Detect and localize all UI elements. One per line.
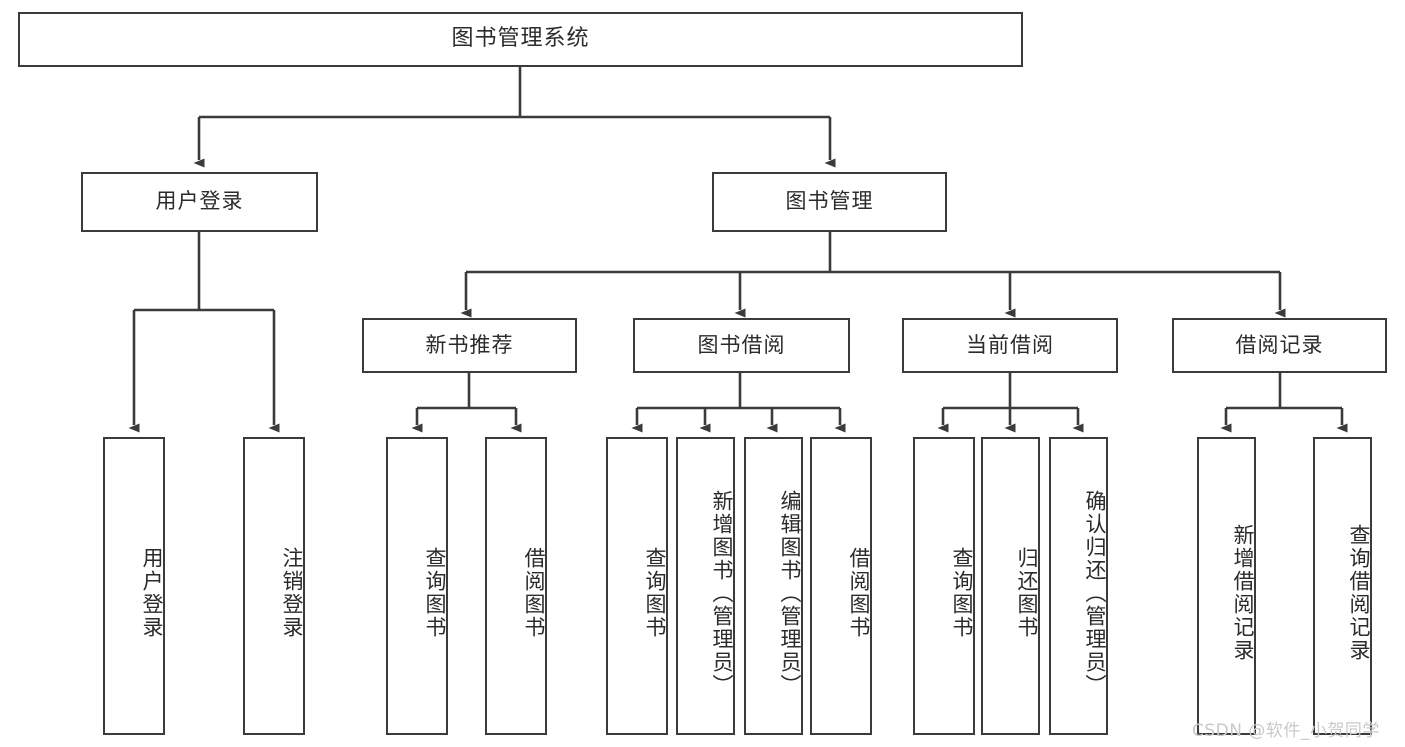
node-book-borrow-label: 图书借阅 bbox=[697, 332, 786, 357]
node-root[interactable]: 图书管理系统 bbox=[18, 12, 1023, 67]
leaf-borrow-book-2[interactable]: 借阅图书 bbox=[810, 437, 872, 735]
leaf-query-book-3[interactable]: 查询图书 bbox=[913, 437, 975, 735]
node-root-label: 图书管理系统 bbox=[451, 26, 590, 52]
leaf-user-login[interactable]: 用户登录 bbox=[103, 437, 165, 735]
leaf-logout-login-label: 注销登录 bbox=[280, 547, 304, 639]
node-book-manage[interactable]: 图书管理 bbox=[712, 172, 947, 232]
leaf-return-book-label: 归还图书 bbox=[1015, 547, 1039, 639]
leaf-query-book-1-label: 查询图书 bbox=[423, 547, 447, 639]
node-current-borrow[interactable]: 当前借阅 bbox=[902, 318, 1118, 373]
leaf-user-login-label: 用户登录 bbox=[140, 547, 164, 639]
leaf-query-book-2-label: 查询图书 bbox=[643, 547, 667, 639]
leaf-return-book[interactable]: 归还图书 bbox=[981, 437, 1040, 735]
leaf-confirm-return-admin[interactable]: 确认归还（管理员） bbox=[1049, 437, 1108, 735]
leaf-add-borrow-record-label: 新增借阅记录 bbox=[1231, 524, 1255, 662]
leaf-query-book-2[interactable]: 查询图书 bbox=[606, 437, 668, 735]
leaf-query-borrow-record-label: 查询借阅记录 bbox=[1347, 524, 1371, 662]
leaf-edit-book-admin[interactable]: 编辑图书（管理员） bbox=[744, 437, 803, 735]
node-user-login-label: 用户登录 bbox=[155, 189, 244, 214]
leaf-query-book-1[interactable]: 查询图书 bbox=[386, 437, 448, 735]
node-current-borrow-label: 当前借阅 bbox=[966, 332, 1054, 357]
node-borrow-record[interactable]: 借阅记录 bbox=[1172, 318, 1387, 373]
leaf-borrow-book-1[interactable]: 借阅图书 bbox=[485, 437, 547, 735]
node-borrow-record-label: 借阅记录 bbox=[1235, 332, 1324, 357]
node-book-borrow[interactable]: 图书借阅 bbox=[633, 318, 850, 373]
leaf-edit-book-admin-label: 编辑图书（管理员） bbox=[778, 489, 802, 697]
leaf-logout-login[interactable]: 注销登录 bbox=[243, 437, 305, 735]
leaf-query-borrow-record[interactable]: 查询借阅记录 bbox=[1313, 437, 1372, 735]
node-new-book-recommend[interactable]: 新书推荐 bbox=[362, 318, 577, 373]
leaf-confirm-return-admin-label: 确认归还（管理员） bbox=[1083, 489, 1107, 697]
leaf-borrow-book-1-label: 借阅图书 bbox=[522, 547, 546, 639]
leaf-add-book-admin-label: 新增图书（管理员） bbox=[710, 489, 734, 697]
leaf-add-borrow-record[interactable]: 新增借阅记录 bbox=[1197, 437, 1256, 735]
leaf-query-book-3-label: 查询图书 bbox=[950, 547, 974, 639]
leaf-borrow-book-2-label: 借阅图书 bbox=[847, 547, 871, 639]
leaf-add-book-admin[interactable]: 新增图书（管理员） bbox=[676, 437, 735, 735]
node-book-manage-label: 图书管理 bbox=[785, 189, 874, 214]
node-new-book-recommend-label: 新书推荐 bbox=[425, 332, 514, 357]
node-user-login[interactable]: 用户登录 bbox=[81, 172, 318, 232]
